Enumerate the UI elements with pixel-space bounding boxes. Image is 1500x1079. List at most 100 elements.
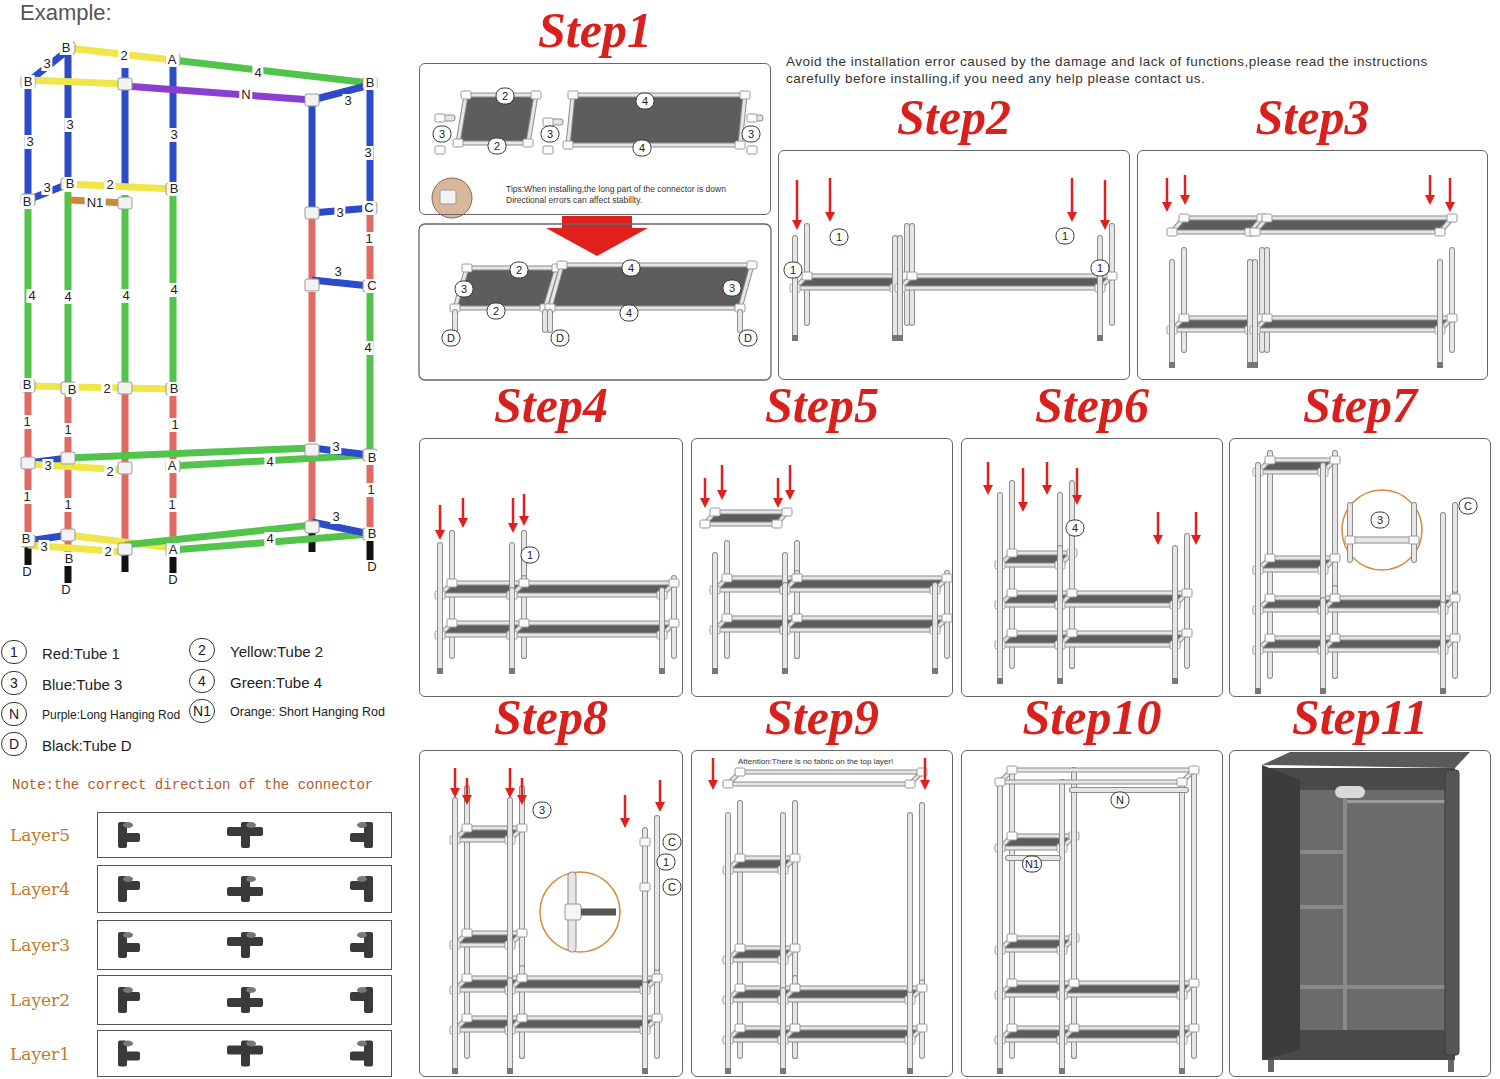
- connector-piece: [1069, 979, 1079, 987]
- legend-text: Black:Tube D: [42, 737, 131, 754]
- red-arrow: [712, 758, 715, 782]
- tube-line: [1060, 782, 1064, 1068]
- connector-piece: [917, 1024, 927, 1032]
- tube-line: [1000, 643, 1060, 648]
- tube-line: [642, 830, 648, 980]
- step-panel: Step5: [691, 438, 953, 697]
- tube-line: [528, 95, 536, 143]
- tube-line: [783, 1039, 910, 1042]
- connector-piece: [669, 619, 679, 627]
- red-arrow: [777, 478, 780, 500]
- tube-line: [1323, 608, 1443, 613]
- tube-line: [455, 1029, 510, 1032]
- connector-icon: [123, 876, 133, 882]
- tube-line: [512, 593, 662, 598]
- connector-icon: [246, 1041, 256, 1047]
- callout-number: 2: [487, 303, 506, 320]
- shape: [1262, 752, 1470, 768]
- step-panel: Step3: [1137, 150, 1488, 380]
- colored-tube: [367, 292, 374, 450]
- tube-line: [1267, 217, 1452, 220]
- shape: [568, 95, 745, 145]
- step-panel: Step1Tips:When installing,the long part …: [419, 63, 771, 215]
- tube-line: [1000, 847, 1062, 850]
- part-letter: 1: [21, 415, 32, 429]
- shape: [1437, 362, 1443, 368]
- red-arrow: [1425, 195, 1435, 205]
- tube-line: [467, 977, 522, 980]
- connector-piece: [747, 261, 757, 269]
- frame-connector: [305, 207, 319, 219]
- red-arrow: [454, 768, 457, 790]
- connector-piece: [735, 1024, 745, 1032]
- legend-symbol: 2: [189, 638, 215, 662]
- tube-line: [550, 265, 562, 308]
- colored-tube: [173, 60, 370, 83]
- connector-piece: [995, 778, 1005, 786]
- tube-line: [792, 803, 798, 1056]
- callout-number: 3: [455, 281, 474, 298]
- connector-icon: [245, 937, 263, 946]
- connector-icon: [245, 887, 263, 896]
- tube-line: [728, 1039, 783, 1042]
- tube-line: [672, 578, 676, 656]
- tube-line: [562, 264, 752, 267]
- step-heading: Step7: [1230, 379, 1490, 431]
- connector-piece: [447, 619, 457, 627]
- tube-line: [568, 143, 740, 148]
- part-letter: B: [168, 182, 181, 196]
- tube-line: [1323, 609, 1443, 612]
- tube-line: [1000, 781, 1182, 784]
- part-letter: 4: [168, 283, 179, 297]
- tube-line: [900, 287, 1100, 290]
- connector-piece: [1067, 589, 1077, 597]
- layer-box: Layer1: [97, 1030, 392, 1077]
- connector-piece: [790, 984, 800, 992]
- shape: [1440, 688, 1446, 694]
- red-arrow: [924, 758, 927, 782]
- tube-line: [780, 990, 786, 1068]
- callout-number: 1: [784, 262, 803, 279]
- tube-line: [1062, 994, 1182, 997]
- connector-piece: [1265, 456, 1275, 464]
- tube-line: [1352, 538, 1412, 543]
- tube-line: [1072, 770, 1076, 1056]
- tube-line: [1000, 603, 1060, 608]
- tube-line: [1009, 770, 1015, 1056]
- tube-line: [562, 263, 752, 268]
- colored-tube: [309, 455, 316, 522]
- tube-line: [1074, 1026, 1194, 1031]
- tube-line: [998, 782, 1002, 1068]
- connector-piece: [1265, 634, 1275, 642]
- callout-number: C: [1459, 498, 1478, 515]
- tube-line: [997, 495, 1003, 678]
- connector-piece: [1007, 1024, 1017, 1032]
- tube-line: [568, 95, 573, 145]
- shape: [512, 583, 674, 595]
- connector-piece: [1265, 554, 1275, 562]
- part-letter: A: [166, 459, 179, 473]
- shape: [1057, 678, 1063, 684]
- connector-icon: [245, 998, 263, 1007]
- tube-line: [1072, 592, 1187, 595]
- shape: [1448, 1060, 1454, 1072]
- part-letter: 2: [104, 178, 115, 192]
- tube-line: [738, 803, 742, 1056]
- red-arrow: [1046, 462, 1049, 487]
- connector-piece: [735, 984, 745, 992]
- tube-line: [715, 588, 785, 593]
- tube-line: [797, 576, 947, 581]
- layer-box: Layer2: [97, 975, 392, 1025]
- tube-line: [1258, 471, 1323, 474]
- part-letter: 2: [102, 545, 113, 559]
- part-letter: 2: [101, 382, 112, 396]
- shape: [1255, 218, 1452, 232]
- tube-line: [1172, 548, 1178, 678]
- tube-line: [795, 287, 895, 290]
- red-arrow: [920, 780, 930, 790]
- tube-line: [1321, 465, 1325, 688]
- shape: [780, 1068, 786, 1074]
- tube-line: [509, 545, 515, 668]
- tube-line: [1057, 495, 1063, 678]
